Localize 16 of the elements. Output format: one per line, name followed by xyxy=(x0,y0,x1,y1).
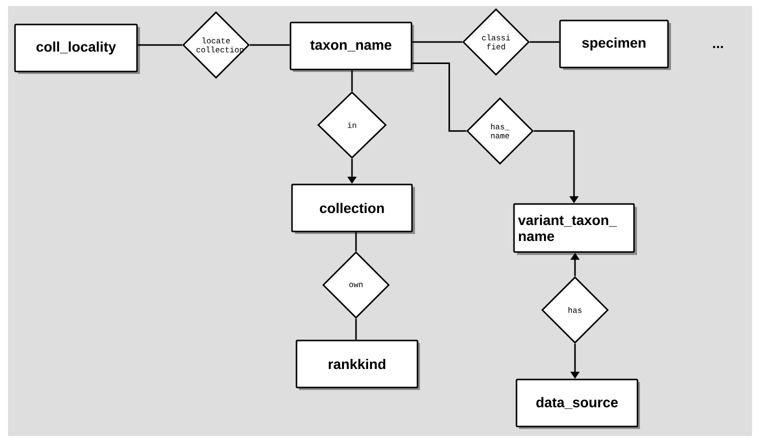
ellipsis-text: ... xyxy=(713,46,723,48)
entity-box: coll_locality xyxy=(14,24,140,74)
connector-line xyxy=(530,41,560,43)
entity-box: collection xyxy=(291,184,415,234)
connector-line xyxy=(250,44,290,46)
connector-line xyxy=(412,41,462,43)
entity-box: rankkind xyxy=(296,340,420,390)
entity-box: taxon_name xyxy=(290,22,414,72)
connector-line xyxy=(355,232,357,252)
connector-line xyxy=(138,44,182,46)
connector-line xyxy=(355,318,357,340)
connector-line xyxy=(412,62,466,132)
entity-box: specimen xyxy=(559,20,671,70)
connector-line xyxy=(351,70,353,92)
entity-box: variant_taxon_ name xyxy=(513,203,637,255)
entity-box: data_source xyxy=(516,378,640,429)
